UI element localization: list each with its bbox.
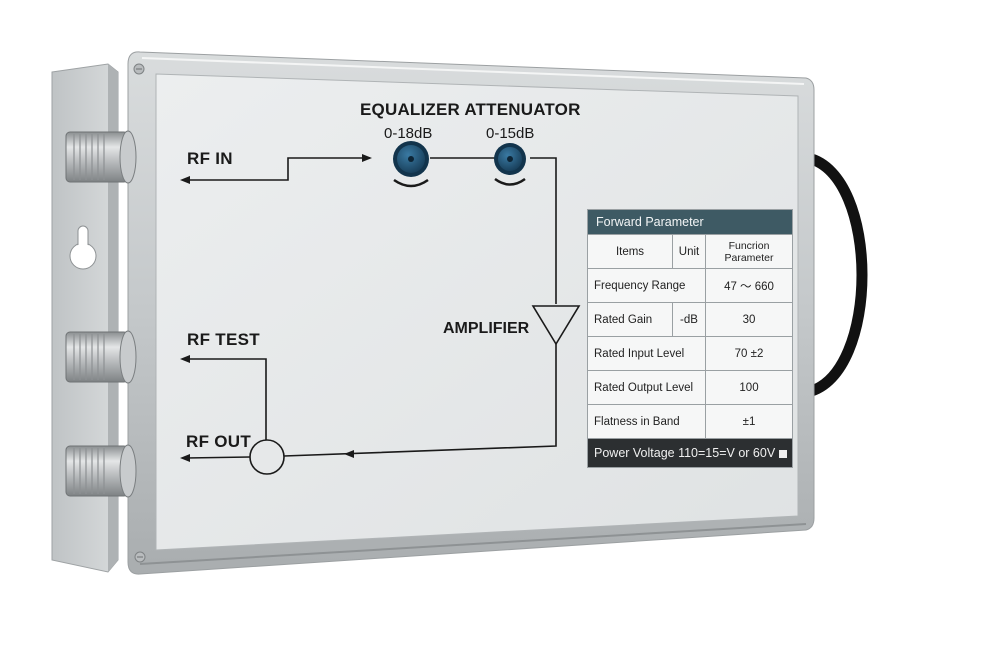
row-item: Rated Output Level	[587, 370, 706, 405]
keyhole-slot	[69, 225, 97, 270]
table-row: Rated Input Level 70 ±2	[587, 336, 793, 371]
rf-out-connector	[65, 444, 137, 498]
row-value: 47 ～ 660	[705, 268, 793, 303]
row-value: 70 ±2	[705, 336, 793, 371]
rf-out-label: RF OUT	[186, 432, 252, 451]
table-row: Frequency Range 47 ～ 660	[587, 268, 793, 303]
arrow-left-rf-test-icon	[180, 355, 190, 363]
table-row: Rated Gain -dB 30	[587, 302, 793, 337]
forward-parameter-table: Forward Parameter Items Unit Funcrion Pa…	[587, 209, 793, 468]
arrow-right-eq-icon	[362, 154, 372, 162]
row-value: 30	[705, 302, 793, 337]
row-item: Rated Gain	[587, 302, 673, 337]
equalizer-range-label: 0-18dB	[384, 125, 433, 142]
rf-in-label: RF IN	[187, 149, 233, 168]
row-unit: -dB	[672, 302, 706, 337]
header-items: Items	[587, 234, 673, 269]
arrow-left-return-icon	[344, 450, 354, 458]
screw-top-left	[133, 63, 145, 75]
square-icon	[779, 449, 788, 458]
power-voltage-footer: Power Voltage 110=15=V or 60V	[587, 438, 793, 468]
row-value: ±1	[705, 404, 793, 439]
rf-test-label: RF TEST	[187, 330, 260, 349]
power-cable	[802, 152, 868, 398]
attenuator-knob	[494, 143, 526, 186]
row-value: 100	[705, 370, 793, 405]
row-item: Flatness in Band	[587, 404, 706, 439]
mounting-bracket	[51, 63, 119, 573]
equalizer-attenuator-title: EQUALIZER ATTENUATOR	[360, 100, 581, 119]
arrow-icons	[180, 154, 372, 462]
table-title: Forward Parameter	[587, 209, 793, 235]
rf-in-connector	[65, 130, 137, 184]
table-row: Flatness in Band ±1	[587, 404, 793, 439]
equalizer-knob	[393, 141, 429, 188]
screw-bottom-left	[134, 551, 146, 563]
header-function-parameter: Funcrion Parameter	[705, 234, 793, 269]
row-item: Frequency Range	[587, 268, 706, 303]
row-item: Rated Input Level	[587, 336, 706, 371]
arrow-left-rf-in-icon	[180, 176, 190, 184]
rf-test-connector	[65, 330, 137, 384]
attenuator-range-label: 0-15dB	[486, 125, 535, 142]
power-voltage-text: Power Voltage 110=15=V or 60V	[594, 446, 776, 460]
amplifier-label: AMPLIFIER	[443, 320, 530, 337]
table-row: Rated Output Level 100	[587, 370, 793, 405]
signal-path-diagram	[185, 157, 581, 475]
arrow-left-rf-out-icon	[180, 454, 190, 462]
header-unit: Unit	[672, 234, 706, 269]
